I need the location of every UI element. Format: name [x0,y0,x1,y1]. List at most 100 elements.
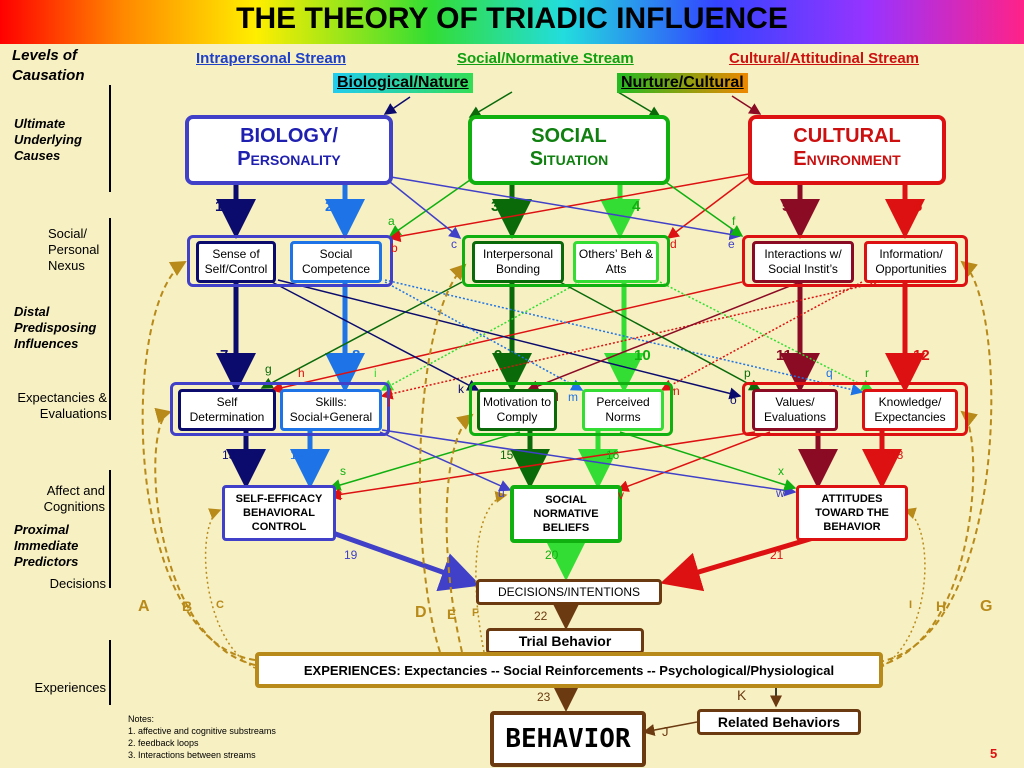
feedback-letter: I [909,599,913,611]
path-number: 11 [776,347,792,364]
path-number: 9 [494,347,503,364]
path-number: 3 [491,198,500,215]
path-letter: n [673,384,680,398]
cultural-stream-label: Cultural/Attitudinal Stream [729,50,920,67]
path-number: 23 [537,690,551,704]
feedback-letter: C [216,599,224,611]
path-number: 4 [632,198,641,215]
attitudes-box: ATTITUDES TOWARD THE BEHAVIOR [796,485,908,541]
path-letter: c [451,237,457,251]
path-letter: x [778,464,784,478]
path-letter: m [568,390,578,404]
experiences-box: EXPERIENCES: Expectancies -- Social Rein… [255,652,883,688]
biology-line1: BIOLOGY/ [240,125,338,147]
path-letter: u [498,486,505,500]
path-letter: o [730,393,737,407]
cultural-expectancy-group [742,382,968,436]
interactions-box: Interactions w/ Social Instit’s [752,241,854,283]
level-ultimate: Ultimate Underlying Causes [14,116,82,163]
path-number: 7 [220,347,229,364]
level-distal: Distal Predisposing Influences [14,304,97,351]
path-number: 17 [822,448,836,462]
path-letter: h [298,366,305,380]
feedback-letter: K [737,687,747,703]
path-number: 18 [890,448,904,462]
path-number: 6 [914,198,923,215]
social-line2: Situation [529,148,609,170]
path-number: 5 [782,198,791,215]
path-number: 8 [352,347,361,364]
path-number: 15 [500,448,514,462]
intrapersonal-stream-label: Intrapersonal Stream [196,50,347,67]
motivation-box: Motivation to Comply [477,389,557,431]
path-letter: w [776,486,785,500]
page-title: THE THEORY OF TRIADIC INFLUENCE [236,2,788,35]
trial-behavior-box: Trial Behavior [486,628,644,654]
intrapersonal-nexus-group [187,235,393,287]
path-number: 13 [222,448,236,462]
level-affect: Affect and Cognitions [43,483,105,514]
path-letter: e [728,237,735,251]
interpersonal-bonding-box: Interpersonal Bonding [472,241,564,283]
self-determination-box: Self Determination [178,389,276,431]
biological-nature-label: Biological/Nature [333,73,473,93]
feedback-letter: D [415,604,427,621]
feedback-letter: B [182,598,193,614]
level-experiences: Experiences [34,680,106,695]
perceived-norms-box: Perceived Norms [582,389,664,431]
knowledge-box: Knowledge/ Expectancies [862,389,958,431]
level-decisions: Decisions [49,576,106,591]
path-letter: k [458,382,464,396]
path-letter: l [556,390,559,404]
cultural-line2: Environment [793,148,901,170]
others-beh-box: Others’ Beh & Atts [573,241,659,283]
path-letter: v [618,488,624,502]
note-item: 2. feedback loops [128,738,199,748]
path-letter: g [265,362,272,376]
feedback-letter: H [936,598,947,614]
path-number: 19 [344,548,358,562]
nurture-cultural-label: Nurture/Cultural [617,73,748,93]
path-letter: i [374,366,377,380]
path-number: 21 [770,548,784,562]
biology-line2: Personality [237,148,341,170]
related-behaviors-box: Related Behaviors [697,709,861,735]
cultural-environment-box: CULTURAL Environment [748,115,946,185]
sense-of-self-box: Sense of Self/Control [196,241,276,283]
values-box: Values/ Evaluations [752,389,838,431]
feedback-letter: F [472,607,479,619]
path-letter: r [865,366,869,380]
path-letter: p [744,366,751,380]
note-item: 3. Interactions between streams [128,750,256,760]
path-letter: a [388,214,395,228]
social-normative-box: SOCIAL NORMATIVE BELIEFS [510,485,622,543]
notes: Notes: 1. affective and cognitive substr… [128,713,328,761]
path-letter: d [670,237,677,251]
notes-heading: Notes: [128,714,155,724]
path-letter: q [826,366,833,380]
path-number: 10 [634,347,651,364]
social-expectancy-group [469,382,673,436]
path-letter: t [339,488,343,502]
feedback-letter: A [138,598,150,615]
feedback-letter: J [662,724,669,739]
cultural-line1: CULTURAL [793,125,901,147]
social-line1: SOCIAL [531,125,607,147]
information-box: Information/ Opportunities [864,241,958,283]
social-situation-box: SOCIAL Situation [468,115,670,185]
path-number: 2 [325,198,334,215]
path-number: 12 [913,347,930,364]
social-competence-box: Social Competence [290,241,382,283]
path-number: 16 [606,448,620,462]
note-item: 1. affective and cognitive substreams [128,726,276,736]
social-nexus-group [462,235,670,287]
cultural-nexus-group [742,235,968,287]
level-expectancies: Expectancies & Evaluations [17,390,107,421]
self-efficacy-box: SELF-EFFICACY BEHAVIORAL CONTROL [222,485,336,541]
path-number: 14 [290,448,304,462]
path-letter: s [340,464,346,478]
path-number: 20 [545,548,559,562]
title-bar [0,0,1024,44]
levels-heading: Levels of Causation [12,47,85,84]
